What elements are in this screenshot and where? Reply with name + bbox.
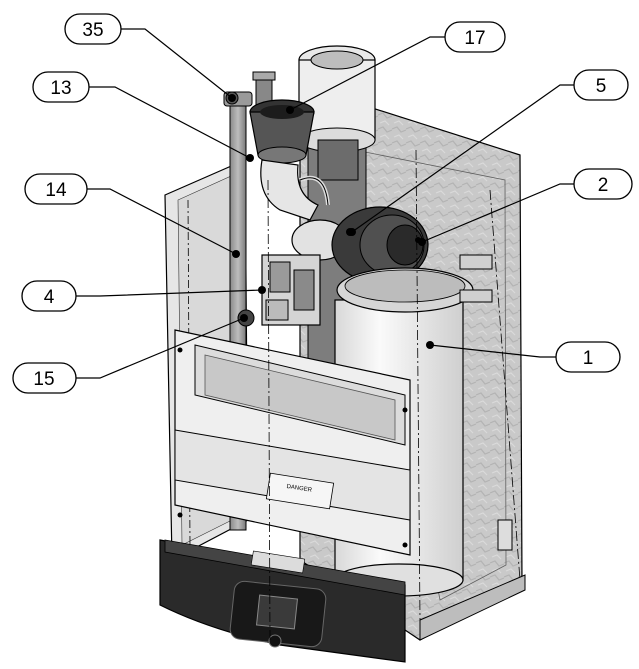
callout-label: 14 <box>45 180 67 201</box>
callout-label: 5 <box>596 76 607 97</box>
callout-15: 15 <box>12 362 77 394</box>
burner-access-cover: DANGER <box>174 329 411 556</box>
callout-14: 14 <box>24 173 88 205</box>
leader-dots <box>228 94 434 349</box>
callout-label: 17 <box>464 28 485 49</box>
callout-label: 4 <box>44 287 55 308</box>
callout-2: 2 <box>573 168 633 200</box>
callout-17: 17 <box>444 21 506 53</box>
callout-35: 35 <box>64 13 122 45</box>
base-frame <box>419 519 526 641</box>
alignment-lines <box>267 149 521 641</box>
danger-label: DANGER <box>286 484 313 494</box>
callout-label: 13 <box>50 78 71 99</box>
gas-valve-assembly <box>237 254 321 327</box>
callout-label: 35 <box>82 20 103 41</box>
callout-label: 1 <box>583 348 594 369</box>
air-intake-connector <box>249 99 330 221</box>
callout-1: 1 <box>555 341 621 373</box>
callout-label: 15 <box>33 369 54 390</box>
callout-4: 4 <box>21 280 77 312</box>
control-panel <box>159 539 406 663</box>
callout-13: 13 <box>32 71 90 103</box>
callout-label: 2 <box>598 175 609 196</box>
callout-5: 5 <box>573 69 629 101</box>
leader-lines <box>76 28 574 379</box>
